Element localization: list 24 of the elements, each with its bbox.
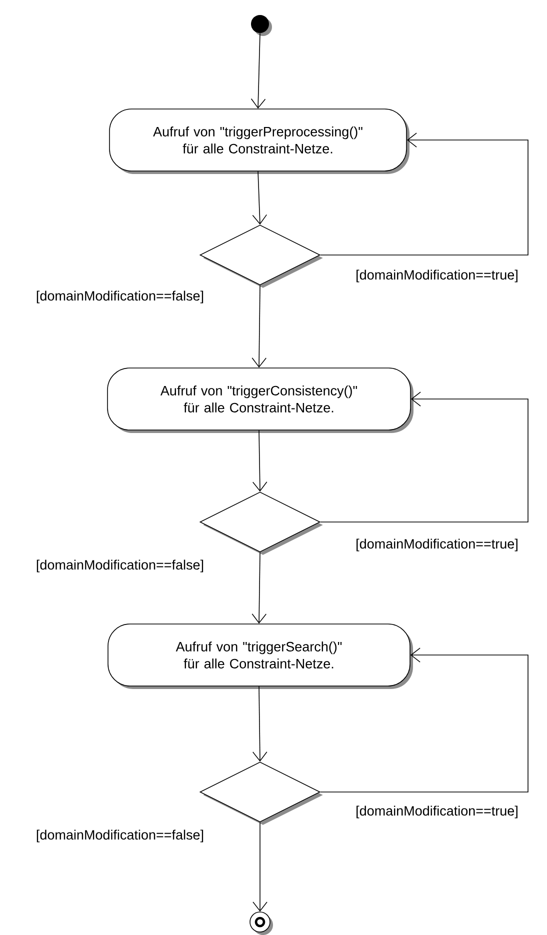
end-dot <box>250 912 273 935</box>
decision-diamond <box>199 492 323 555</box>
arrow <box>252 686 268 762</box>
action-box: Aufruf von "triggerPreprocessing()" für alle Constraint-Netze. <box>109 108 410 174</box>
arrow <box>252 430 268 492</box>
edge-label: [domainModification==true] <box>356 806 518 818</box>
edge-label: [domainModification==false] <box>36 290 204 304</box>
arrow <box>252 552 267 624</box>
arrow <box>252 171 268 225</box>
edge-label: [domainModification==false] <box>36 560 204 572</box>
action-box: Aufruf von "triggerConsistency()" für alle Constraint-Netze. <box>107 368 414 433</box>
action-box: Aufruf von "triggerSearch()" für alle Constraint-Netze. <box>108 624 413 689</box>
arrow <box>320 648 528 792</box>
arrow <box>320 392 528 522</box>
start-dot <box>251 15 272 36</box>
arrow <box>250 32 266 109</box>
edge-label: [domainModification==false] <box>36 830 204 842</box>
arrow <box>252 822 268 912</box>
edge-label: [domainModification==true] <box>356 270 518 282</box>
edge-label: [domainModification==true] <box>356 538 518 552</box>
arrow <box>320 132 528 256</box>
decision-diamond <box>199 762 323 825</box>
decision-diamond <box>199 224 323 288</box>
arrow <box>252 285 267 368</box>
